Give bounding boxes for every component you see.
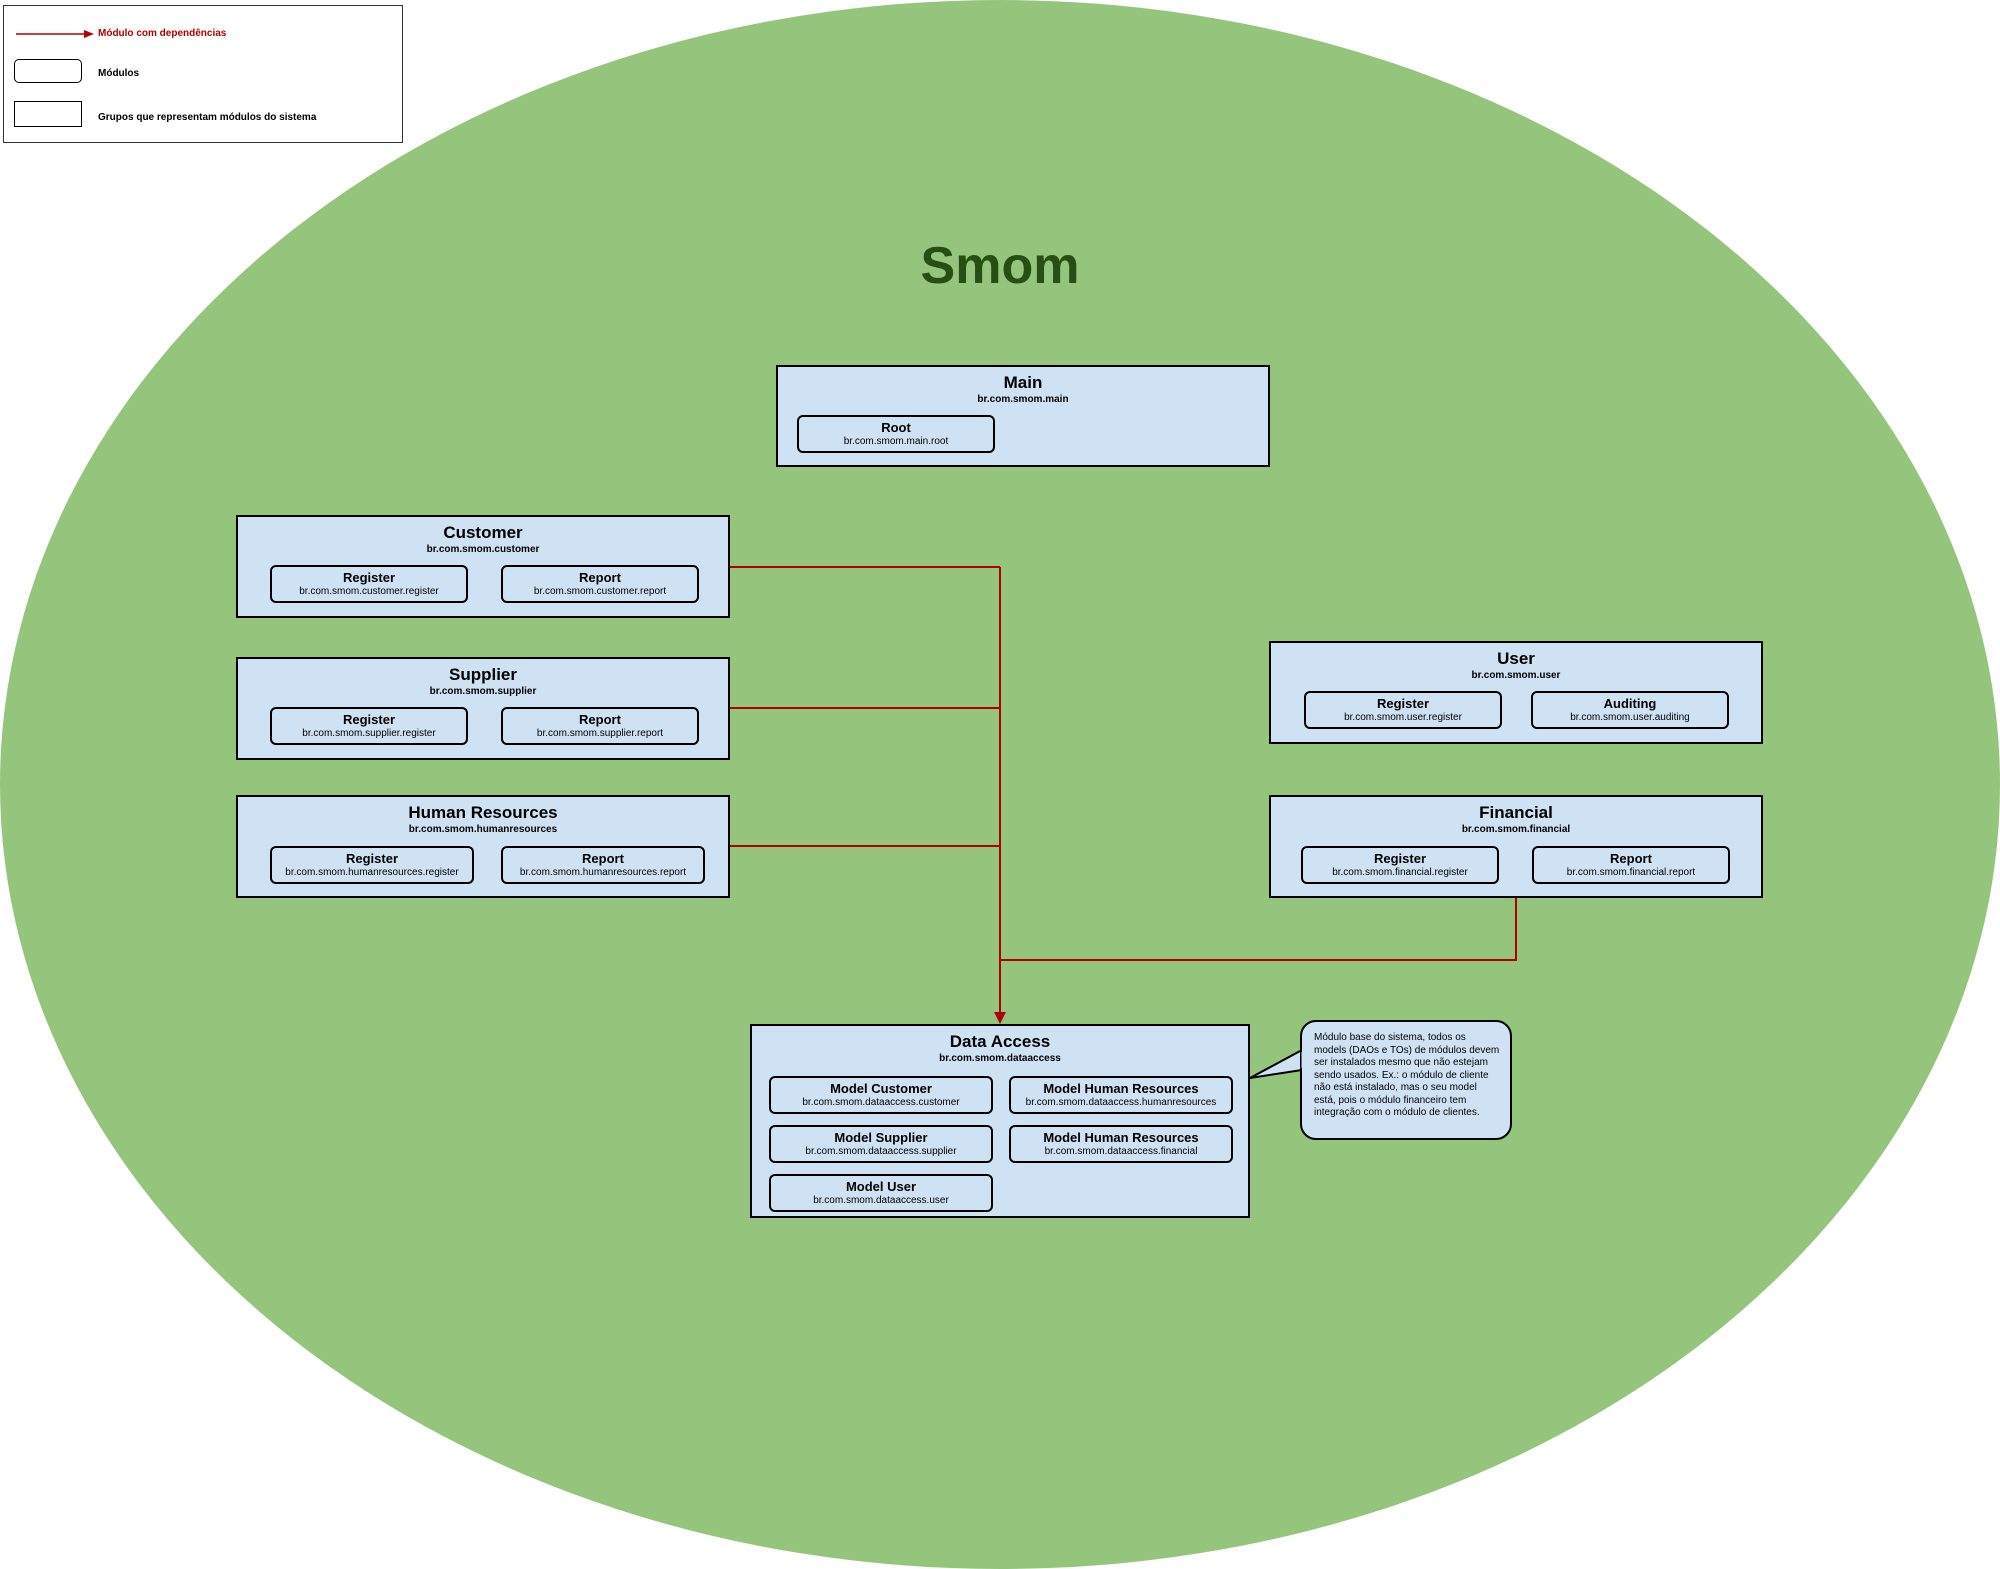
module-financial-register: Register br.com.smom.financial.register [1301,846,1499,884]
group-dataaccess-name: Data Access [949,1032,1051,1051]
module-user-register: Register br.com.smom.user.register [1304,691,1502,729]
module-dataaccess-humanresources: Model Human Resources br.com.smom.dataac… [1009,1076,1233,1114]
group-financial-name: Financial [1479,803,1553,822]
group-main-name: Main [1003,373,1043,392]
module-supplier-report: Report br.com.smom.supplier.report [501,707,699,745]
group-humanresources-package: br.com.smom.humanresources [408,824,558,835]
dataaccess-arrowhead-icon [994,1012,1006,1024]
module-dataaccess-financial: Model Human Resources br.com.smom.dataac… [1009,1125,1233,1163]
module-customer-report: Report br.com.smom.customer.report [501,565,699,603]
legend-groups-label: Grupos que representam módulos do sistem… [98,112,317,123]
group-financial: Financial br.com.smom.financial Register… [1269,795,1763,898]
module-dataaccess-customer: Model Customer br.com.smom.dataaccess.cu… [769,1076,993,1114]
legend: Módulo com dependências Módulos Grupos q… [3,5,403,143]
legend-modules-label: Módulos [98,68,140,79]
module-main-root: Root br.com.smom.main.root [797,415,995,453]
group-user: User br.com.smom.user Register br.com.sm… [1269,641,1763,744]
group-supplier: Supplier br.com.smom.supplier Register b… [236,657,730,760]
diagram-title: Smom [920,237,1080,295]
group-humanresources-name: Human Resources [408,803,558,822]
group-customer: Customer br.com.smom.customer Register b… [236,515,730,618]
module-humanresources-register: Register br.com.smom.humanresources.regi… [270,846,474,884]
module-dataaccess-user: Model User br.com.smom.dataaccess.user [769,1174,993,1212]
group-user-package: br.com.smom.user [1471,670,1561,681]
group-dataaccess-package: br.com.smom.dataaccess [939,1053,1061,1064]
group-financial-package: br.com.smom.financial [1461,824,1571,835]
group-supplier-name: Supplier [448,665,517,684]
group-user-name: User [1497,649,1535,668]
financial-dependency-line [1000,898,1517,961]
group-humanresources: Human Resources br.com.smom.humanresourc… [236,795,730,898]
legend-group-swatch [14,101,82,127]
module-supplier-register: Register br.com.smom.supplier.register [270,707,468,745]
group-customer-name: Customer [443,523,523,542]
dataaccess-callout-note: Módulo base do sistema, todos os models … [1300,1020,1512,1140]
group-main-package: br.com.smom.main [977,394,1069,405]
legend-dependency-label: Módulo com dependências [98,28,227,39]
group-main: Main br.com.smom.main Root br.com.smom.m… [776,365,1270,467]
module-user-auditing: Auditing br.com.smom.user.auditing [1531,691,1729,729]
module-customer-register: Register br.com.smom.customer.register [270,565,468,603]
module-dataaccess-supplier: Model Supplier br.com.smom.dataaccess.su… [769,1125,993,1163]
legend-arrow-icon [16,30,94,38]
group-customer-package: br.com.smom.customer [426,544,540,555]
module-humanresources-report: Report br.com.smom.humanresources.report [501,846,705,884]
group-dataaccess: Data Access br.com.smom.dataaccess Model… [750,1024,1250,1218]
group-supplier-package: br.com.smom.supplier [429,686,537,697]
legend-module-swatch [14,59,82,83]
module-financial-report: Report br.com.smom.financial.report [1532,846,1730,884]
